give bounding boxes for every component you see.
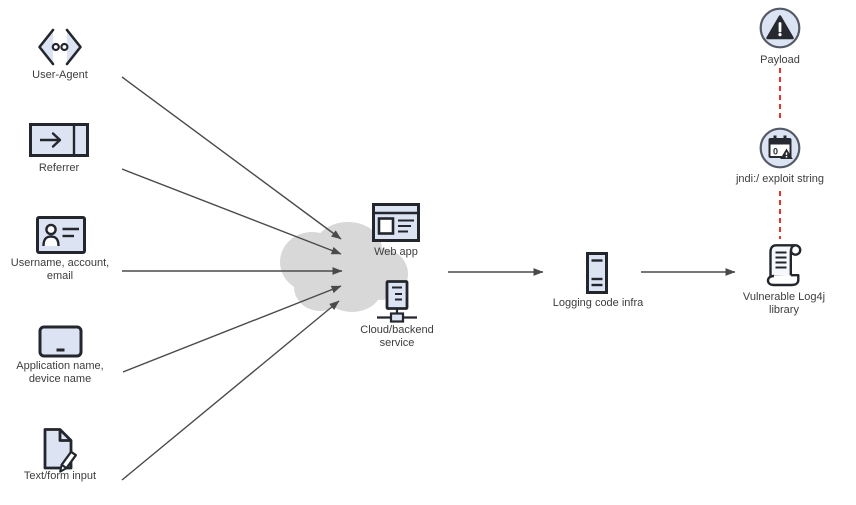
node-web-app <box>372 203 420 242</box>
jndi-label: jndi:/ exploit string <box>735 173 825 185</box>
node-logging <box>586 252 608 294</box>
code-brackets-icon <box>38 28 82 66</box>
node-user-agent <box>36 27 84 67</box>
scroll-icon <box>766 244 802 287</box>
zero-day-calendar-circle-icon: 0 <box>759 127 801 169</box>
node-referrer <box>29 123 89 157</box>
node-backend <box>372 280 422 325</box>
device-screen-icon <box>38 325 83 358</box>
node-username <box>36 216 86 254</box>
application-label: Application name, device name <box>16 360 104 385</box>
zero-glyph: 0 <box>773 147 778 157</box>
web-app-label: Web app <box>374 246 418 258</box>
arrow-text-input-to-cloud <box>121 300 340 481</box>
payload-label: Payload <box>760 54 800 66</box>
log4j-label: Vulnerable Log4j library <box>742 291 826 316</box>
logging-label: Logging code infra <box>552 297 644 309</box>
browser-window-icon <box>372 203 420 242</box>
text-input-label: Text/form input <box>23 470 97 482</box>
server-tower-icon <box>586 252 608 294</box>
node-payload <box>759 7 801 49</box>
backend-label: Cloud/backend service <box>360 324 434 349</box>
contact-card-icon <box>36 216 86 254</box>
node-jndi: 0 <box>759 127 801 169</box>
node-text-input <box>40 427 80 473</box>
arrow-application-to-cloud <box>122 285 342 373</box>
arrow-referrer-to-cloud <box>121 168 342 255</box>
server-network-icon <box>377 280 417 323</box>
warning-triangle-circle-icon <box>759 7 801 49</box>
redirect-card-icon <box>29 123 89 157</box>
username-label: Username, account, email <box>10 257 110 282</box>
node-application <box>38 325 83 358</box>
referrer-label: Referrer <box>38 162 80 174</box>
document-edit-icon <box>43 428 78 473</box>
user-agent-label: User-Agent <box>32 69 88 81</box>
arrow-user-agent-to-cloud <box>121 76 342 240</box>
node-log4j <box>766 242 804 288</box>
